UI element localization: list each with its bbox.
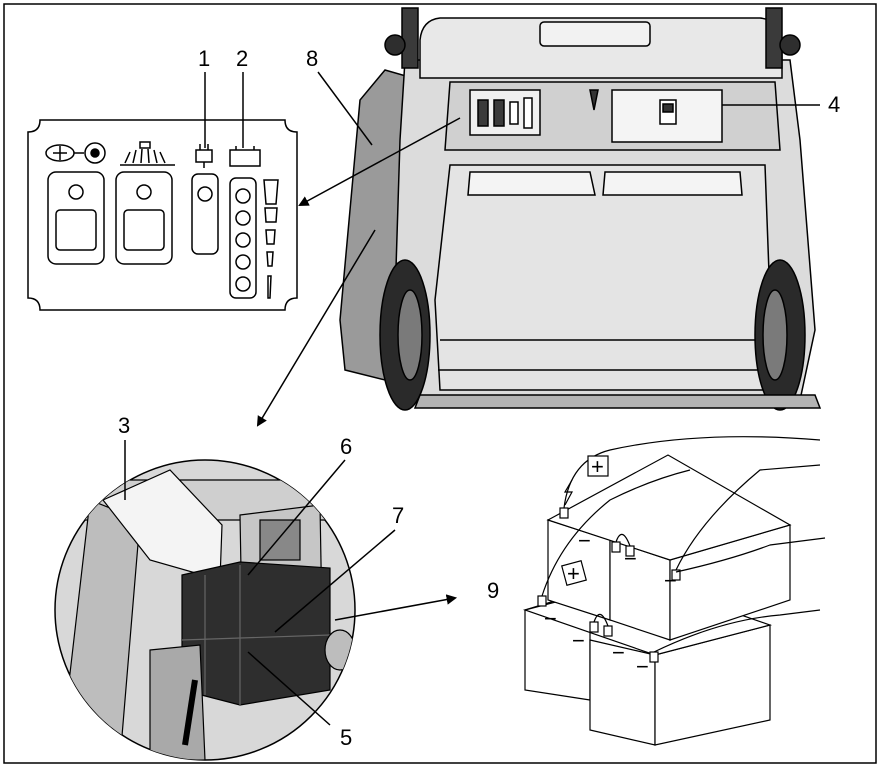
callout-9: 9: [487, 578, 499, 603]
arrow-to-control-panel: [298, 117, 461, 207]
plus-label-top: +: [591, 454, 604, 479]
battery-level-led-1: [235, 188, 251, 204]
level-bar-2: [266, 251, 274, 267]
charging-indicator-light: [197, 186, 213, 202]
hood-handle: [539, 21, 651, 47]
plus-box-top: [587, 455, 609, 477]
right-wheel-hub: [762, 289, 788, 381]
battery-status-icon: [229, 146, 261, 167]
left-knob: [384, 34, 406, 56]
suction-fan-icon: [45, 142, 106, 164]
callout-8: 8: [306, 46, 318, 71]
side-brush-icon: [120, 141, 175, 166]
figure-frame: [3, 3, 877, 764]
screwdriver: [182, 679, 198, 746]
plus-label-front: +: [567, 561, 580, 586]
terminal-upper-1: [611, 541, 621, 553]
level-bar-3: [265, 229, 276, 245]
battery-level-led-2: [235, 210, 251, 226]
bin-handle-left: [467, 171, 596, 196]
callout-5: 5: [340, 725, 352, 750]
motor-housing: [324, 629, 355, 671]
bin-handle-right: [602, 171, 743, 196]
callout-4: 4: [828, 92, 840, 117]
callout-2: 2: [236, 46, 248, 71]
terminal-lower-4: [649, 651, 659, 663]
minus-label-5: −: [572, 628, 585, 653]
charging-indicator-housing: [191, 173, 219, 255]
minus-label-1: −: [578, 528, 591, 553]
minus-label-6: −: [612, 640, 625, 665]
right-knob: [779, 34, 801, 56]
wire-upper-right-2: [675, 537, 826, 573]
minus-label-2: −: [624, 546, 637, 571]
level-bar-5: [263, 179, 279, 205]
brush-button[interactable]: [123, 209, 165, 251]
battery-compartment-detail: [54, 459, 356, 761]
charging-plug-icon: [195, 144, 213, 168]
bridge-upper: [615, 533, 631, 547]
suction-button-housing: [47, 171, 105, 265]
callout-6: 6: [340, 434, 352, 459]
control-panel-detail: [27, 119, 298, 311]
minus-label-7: −: [636, 654, 649, 679]
wire-main-positive: [563, 436, 821, 509]
battery-level-housing: [229, 177, 257, 299]
suction-button[interactable]: [55, 209, 97, 251]
leader-7: [274, 529, 396, 633]
panel-leds: [523, 97, 533, 129]
arrow-to-battery-detail: [256, 229, 376, 427]
battery-level-led-4: [235, 254, 251, 270]
terminal-lower-2: [589, 621, 599, 633]
callout-1: 1: [198, 46, 210, 71]
brush-indicator-light: [136, 184, 152, 200]
leader-5: [247, 651, 331, 726]
level-bar-4: [264, 207, 278, 223]
level-bar-1: [267, 275, 272, 299]
panel-switch-a: [477, 99, 489, 127]
bridge-lower: [593, 613, 609, 627]
plus-box-front: [561, 560, 587, 586]
panel-key: [509, 101, 519, 125]
terminal-lower-1: [537, 595, 547, 607]
leader-6: [247, 459, 346, 576]
callout-3: 3: [118, 413, 130, 438]
battery-divider-3: [181, 634, 331, 641]
lever: [589, 89, 599, 111]
arrow-to-wiring-diagram: [334, 594, 458, 621]
sweeper-machine: [339, 7, 822, 411]
terminal-lower-3: [603, 625, 613, 637]
battery-level-led-3: [235, 232, 251, 248]
brush-button-housing: [115, 171, 173, 265]
battery-wiring-diagram: [522, 436, 826, 746]
debris-bin: [434, 164, 771, 391]
terminal-positive-main: [559, 507, 569, 519]
battery-pack: [181, 561, 331, 706]
minus-label-4: −: [544, 606, 557, 631]
battery-level-led-5: [235, 276, 251, 292]
left-wheel-hub: [397, 289, 423, 381]
main-switch-rocker: [662, 103, 674, 113]
callout-7: 7: [392, 503, 404, 528]
wire-upper-right: [675, 464, 821, 571]
minus-label-3: −: [664, 568, 677, 593]
charger-box: [102, 469, 223, 581]
machine-base: [413, 394, 822, 409]
leader-8: [317, 71, 373, 146]
wire-cross-link: [541, 469, 691, 597]
suction-indicator-light: [68, 184, 84, 200]
spark-icon: [563, 479, 574, 506]
wire-lower-right: [653, 609, 821, 653]
panel-switch-b: [493, 99, 505, 127]
left-handle: [401, 7, 419, 69]
right-handle: [765, 7, 783, 69]
front-bracket: [149, 644, 206, 760]
